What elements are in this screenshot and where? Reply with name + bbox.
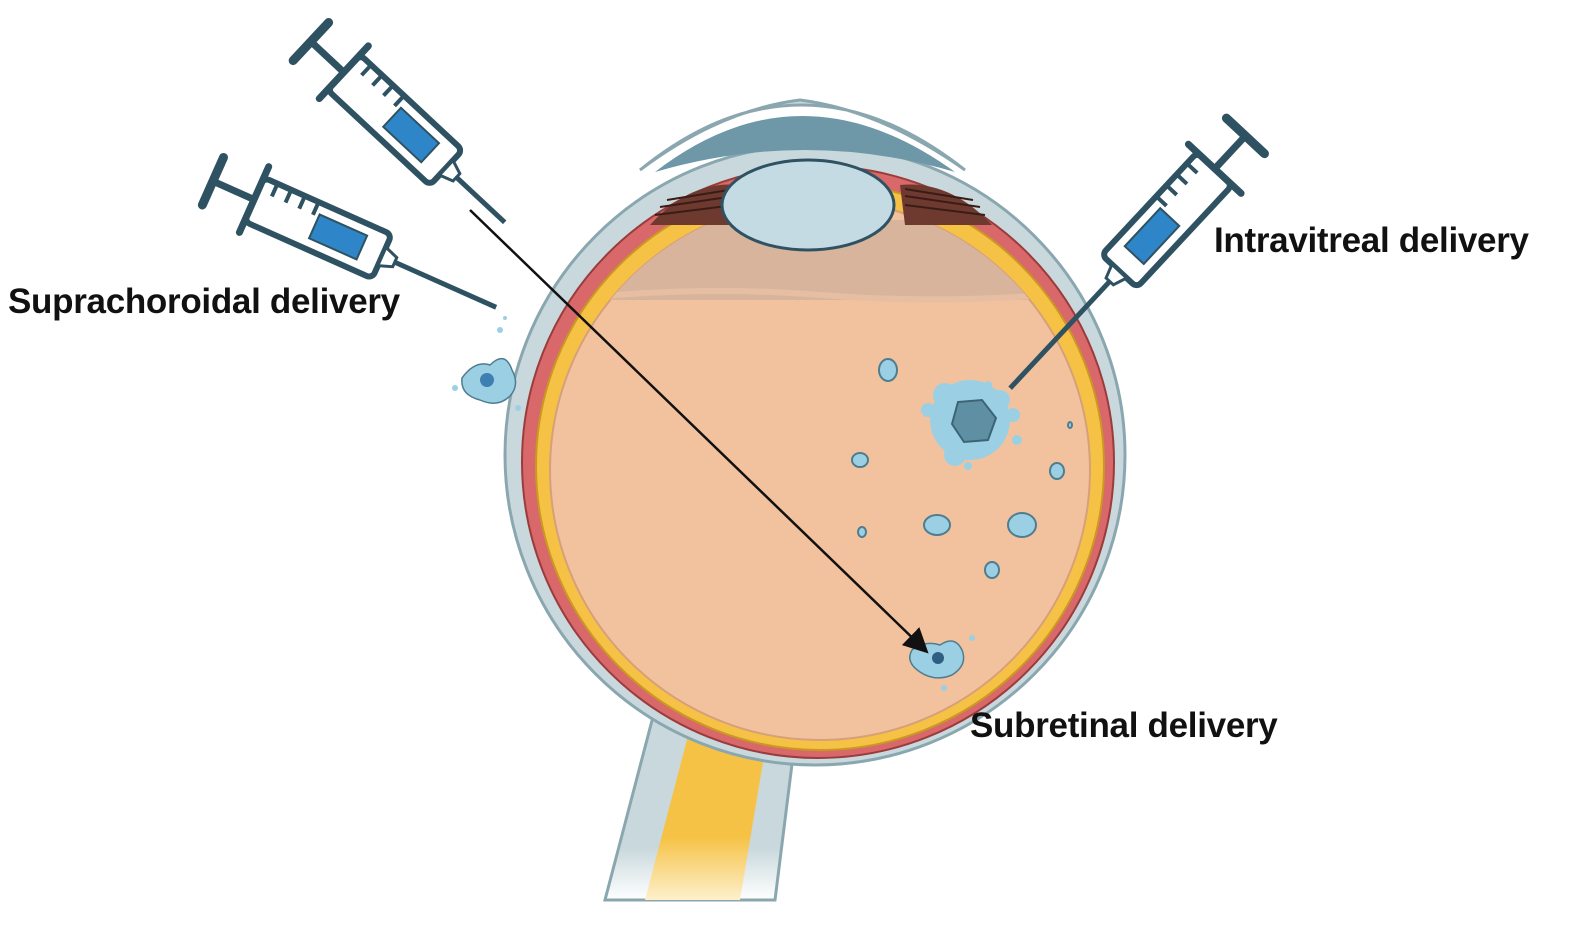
label-suprachoroidal-delivery: Suprachoroidal delivery bbox=[8, 282, 400, 321]
cell-cluster-icon bbox=[921, 380, 1022, 470]
vesicle-icon bbox=[851, 358, 1073, 579]
syringe-icon bbox=[197, 152, 498, 310]
label-intravitreal-delivery: Intravitreal delivery bbox=[1214, 221, 1529, 260]
suprachoroidal-cells bbox=[452, 316, 521, 411]
anterior-chamber bbox=[655, 116, 955, 172]
label-subretinal-delivery: Subretinal delivery bbox=[970, 706, 1278, 745]
subretinal-needle-path bbox=[469, 209, 929, 654]
syringe-icon bbox=[1008, 113, 1269, 390]
lens bbox=[720, 158, 896, 252]
syringe-icon bbox=[288, 18, 507, 225]
ciliary-body bbox=[650, 184, 992, 225]
